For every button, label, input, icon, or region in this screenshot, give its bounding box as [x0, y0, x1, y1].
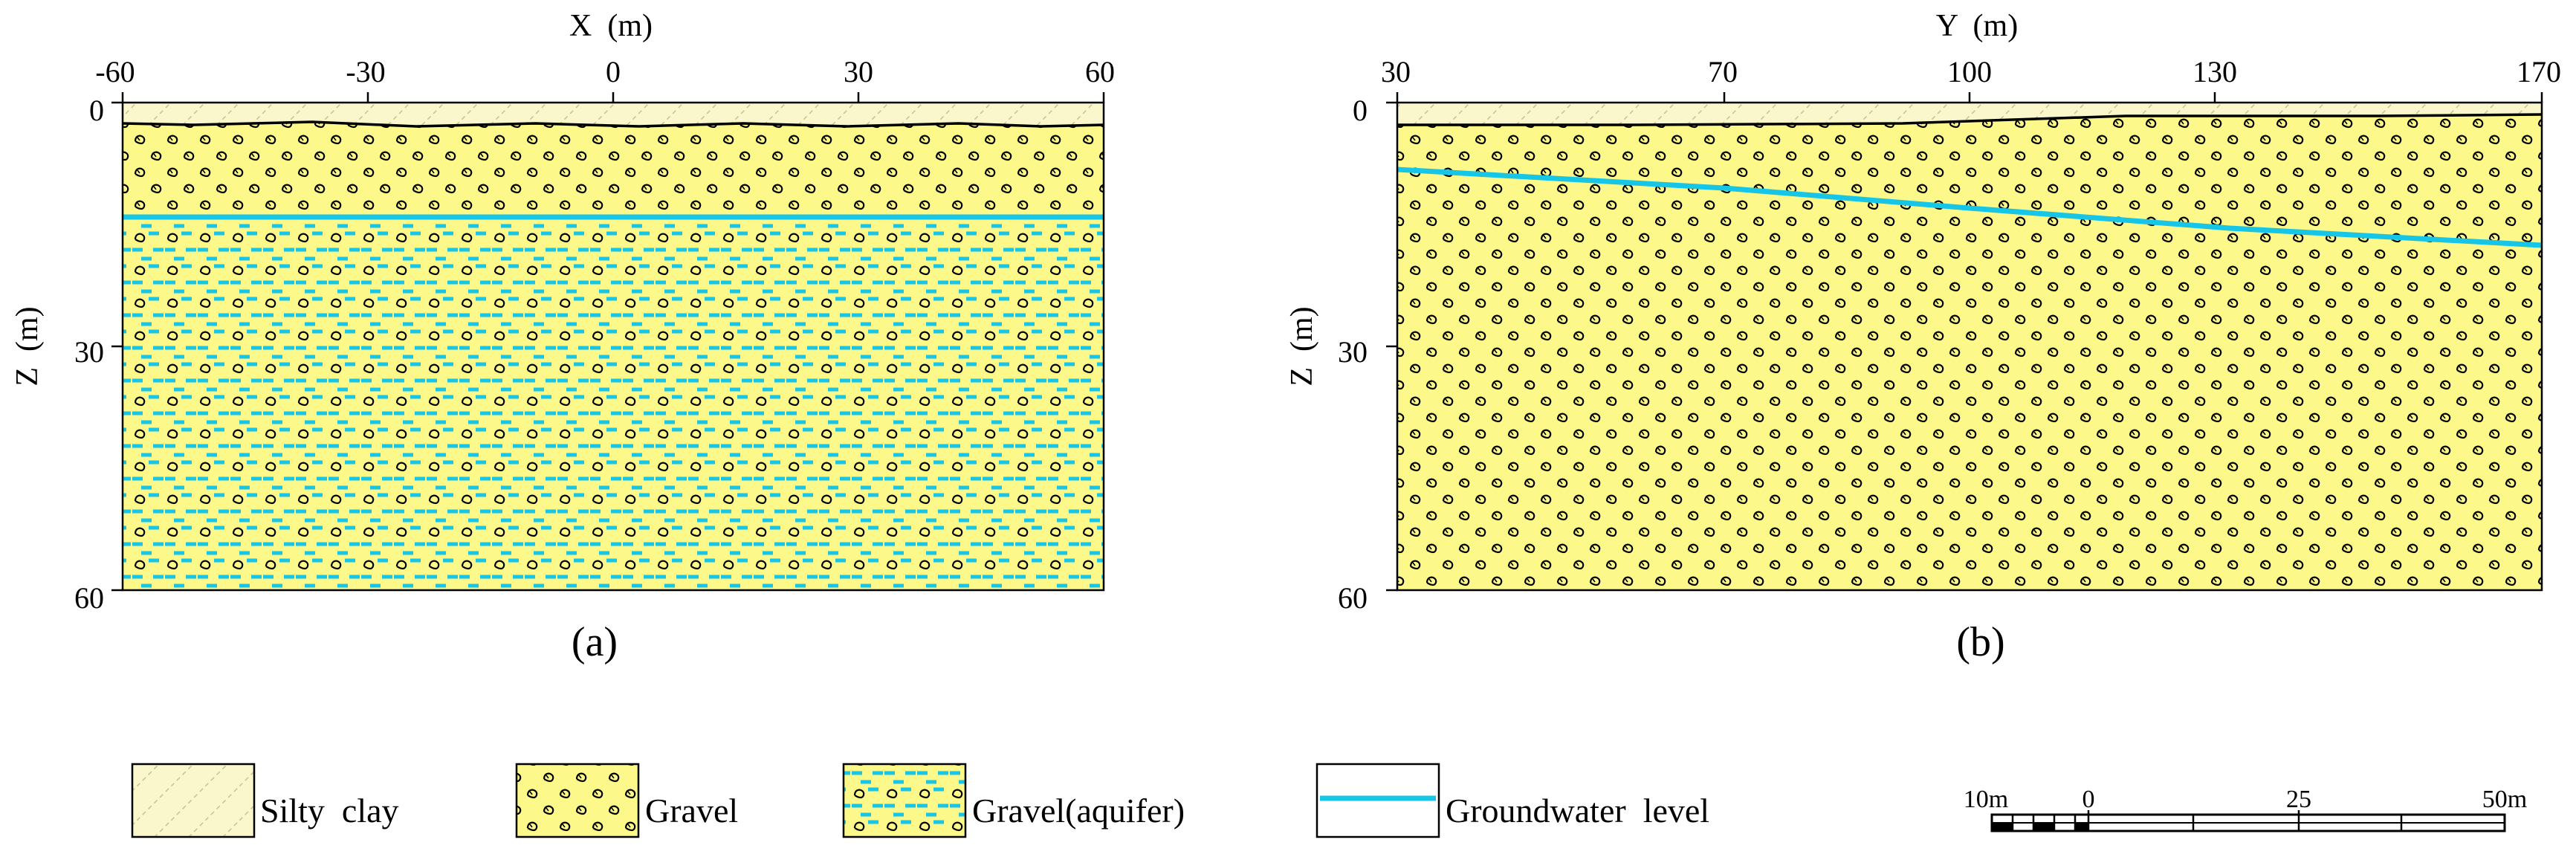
legend-swatch-gravel [515, 763, 640, 838]
panel-a-gravel-aquifer [123, 217, 1104, 590]
scale-bar-ticks [2011, 810, 2403, 831]
panel-b-z-tick-label: 60 [1338, 581, 1368, 615]
legend-item-silty-clay: Silty clay [131, 763, 399, 838]
legend-label-groundwater: Groundwater level [1446, 792, 1709, 829]
panel-a-gravel-top-boundary [122, 120, 1104, 128]
panel-a-z-tick-label: 30 [74, 335, 104, 369]
panel-b-gravel-top-boundary [1397, 113, 2543, 126]
panel-a-x-axis-label: X (m) [569, 9, 653, 43]
panel-b-caption: (b) [1956, 619, 2004, 665]
legend-label-gravel-aquifer: Gravel(aquifer) [972, 792, 1185, 829]
panel-b-z-tick-label: 30 [1338, 335, 1368, 369]
scale-bar-segment [2033, 823, 2054, 831]
panel-b-y-tick-label: 100 [1947, 55, 1992, 88]
panel-b-y-tick-label: 70 [1708, 55, 1738, 88]
panel-b-y-tick-label: 170 [2517, 55, 2561, 88]
panel-b: 30 70 100 130 170 Y (m) 0 30 60 Z (m) (b… [1285, 9, 2561, 665]
scale-bar-segment [1992, 823, 2013, 831]
panel-b-y-axis-label: Y (m) [1936, 9, 2018, 43]
scale-bar-segment [2075, 823, 2088, 831]
panel-a-z-tick-label: 0 [89, 94, 104, 127]
panel-b-z-axis-label: Z (m) [1285, 306, 1319, 386]
panel-b-z-axis [1386, 101, 1397, 592]
panel-b-y-tick-label: 30 [1381, 55, 1411, 88]
panel-b-y-axis [1396, 92, 2543, 103]
scale-bar-label: 25 [2286, 786, 2311, 813]
scale-bar-label: 0 [2083, 786, 2095, 813]
legend-item-gravel: Gravel [515, 763, 738, 838]
legend-swatch-silty-clay [131, 763, 256, 838]
legend-label-gravel: Gravel [645, 792, 738, 829]
panel-a-x-tick-label: 30 [844, 55, 873, 88]
scale-bar-label: 50m [2482, 786, 2527, 813]
panel-b-y-tick-label: 130 [2192, 55, 2237, 88]
panel-a-x-tick-label: 0 [606, 55, 621, 88]
legend: Silty clay Gravel Gravel(aquifer) Ground… [131, 763, 1709, 838]
panel-a-x-tick-label: -60 [95, 55, 135, 88]
panel-a-z-axis [111, 101, 123, 592]
legend-item-groundwater: Groundwater level [1315, 763, 1709, 838]
panel-a-x-tick-label: -30 [346, 55, 385, 88]
panel-a-gravel [123, 122, 1104, 217]
panel-a: -60 -30 0 30 60 X (m) 0 30 60 Z (m) (a) [10, 9, 1115, 665]
panel-a-silty-clay [123, 103, 1104, 125]
panel-b-groundwater-line [1397, 166, 2543, 248]
legend-item-gravel-aquifer: Gravel(aquifer) [842, 763, 1185, 838]
panel-a-caption: (a) [572, 619, 618, 665]
scale-bar-label: 10m [1964, 786, 2008, 813]
scale-bar: 10m 0 25 50m [1964, 786, 2527, 832]
panel-b-z-tick-label: 0 [1353, 94, 1368, 127]
panel-a-x-tick-label: 60 [1085, 55, 1115, 88]
panel-a-z-axis-label: Z (m) [10, 306, 45, 386]
panel-b-gravel [1397, 114, 2542, 590]
legend-label-silty-clay: Silty clay [260, 792, 399, 829]
panel-a-x-axis [121, 92, 1105, 103]
legend-swatch-gravel-aquifer [842, 763, 967, 838]
panel-a-z-tick-label: 60 [74, 581, 104, 615]
